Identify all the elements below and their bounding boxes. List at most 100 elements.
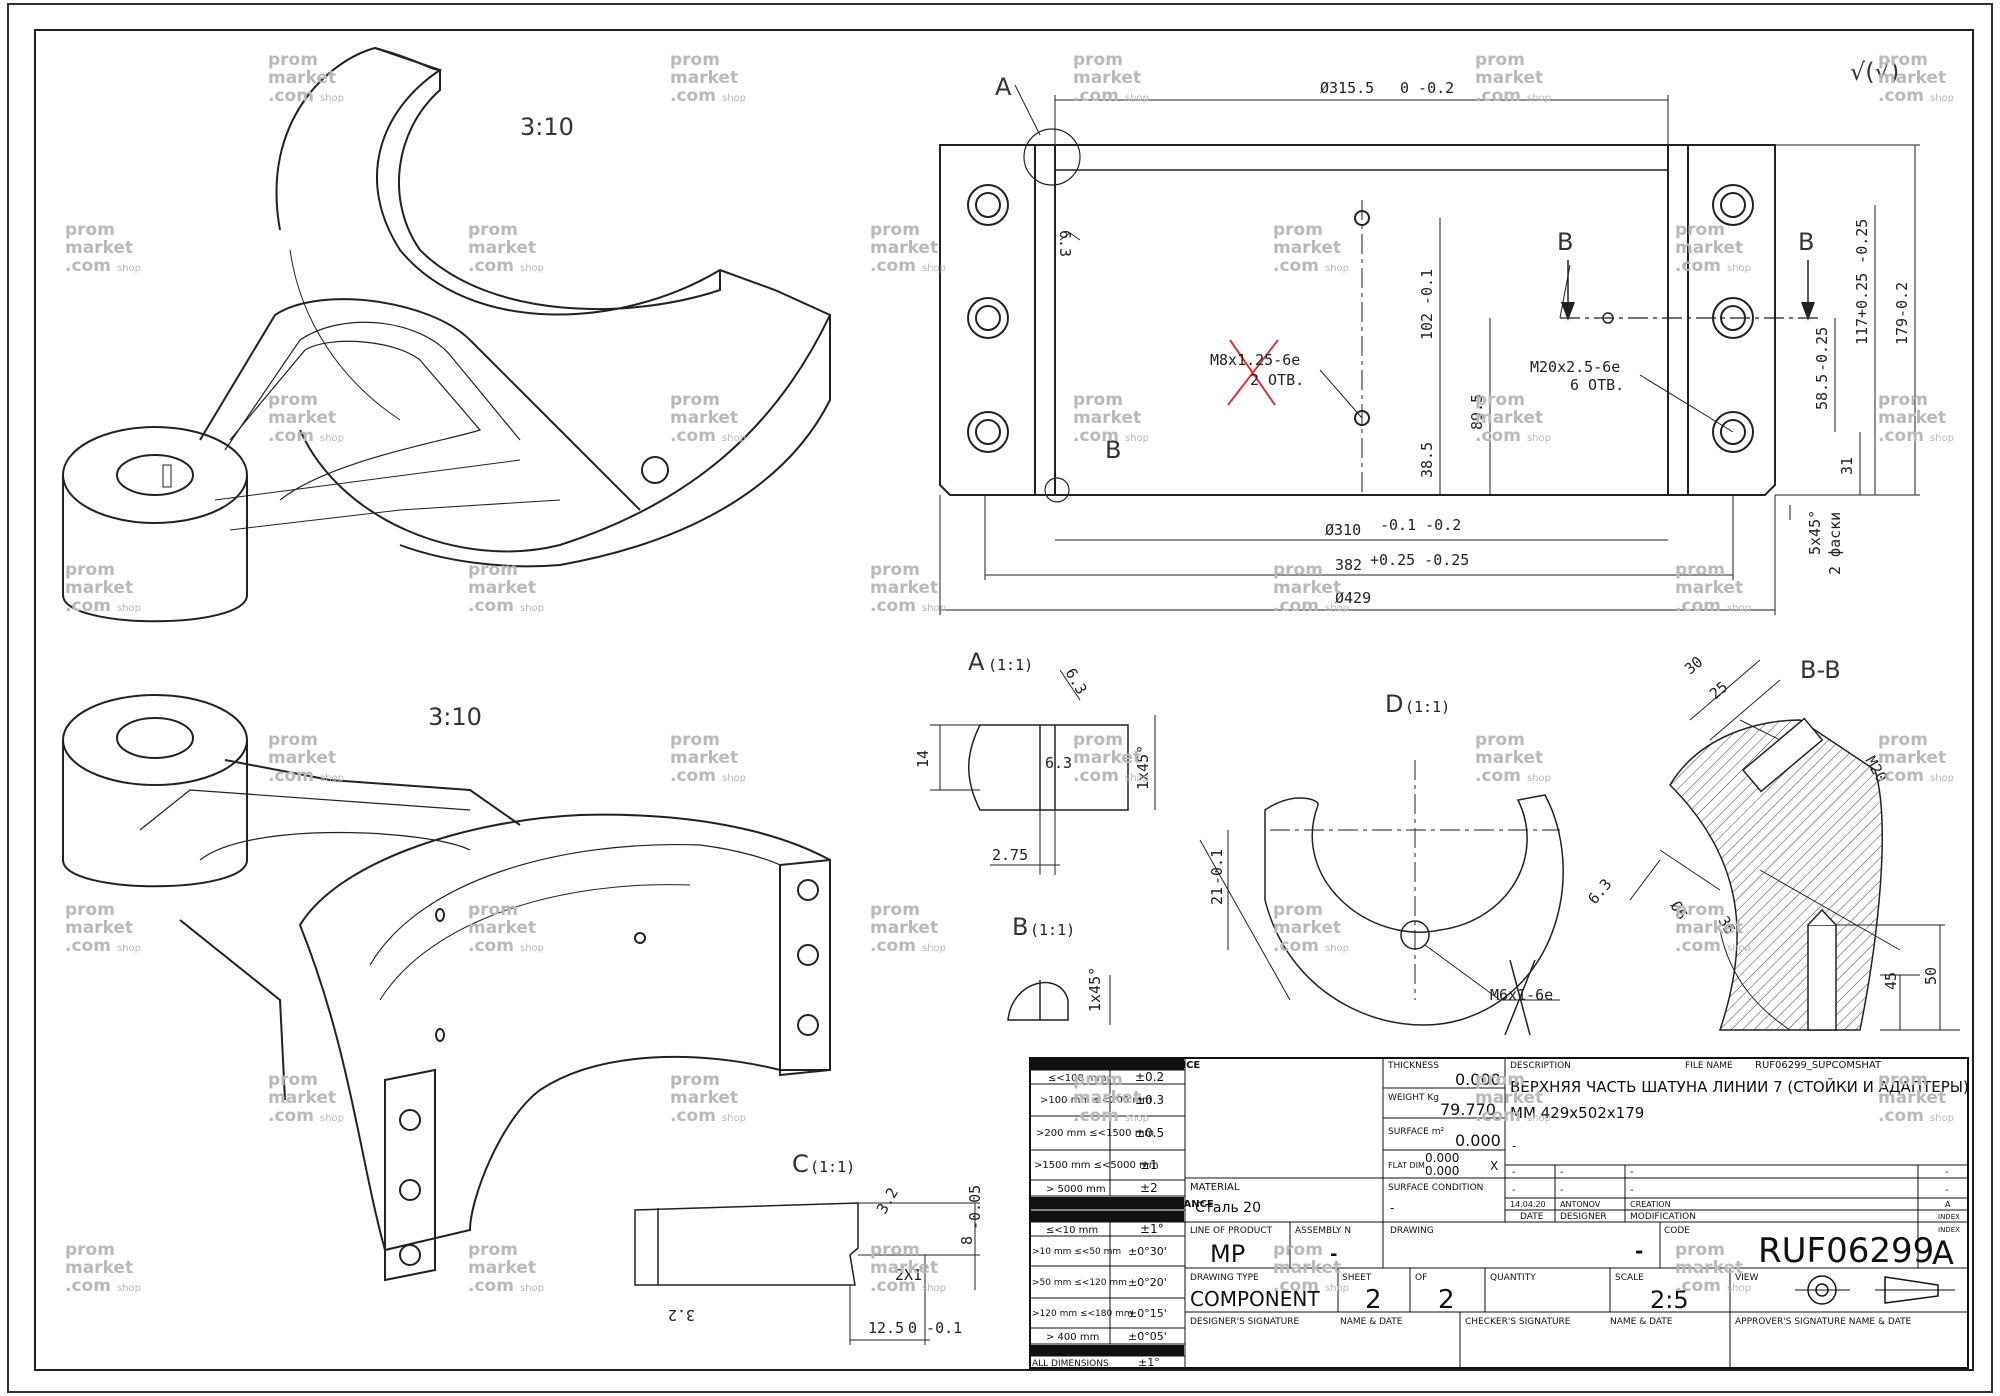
watermark-shop: shop [320,773,344,784]
watermark-text: prom [1675,900,1725,920]
ang-range-5: > 400 mm [1046,1332,1099,1343]
detail-c-h: 8 [958,1236,976,1245]
watermark-text: .com [870,256,916,276]
isometric-view-top: 3:10 [62,46,832,623]
ang-val-3: ±0°20' [1128,1276,1167,1289]
detail-d-v-tol: -0.1 [1208,849,1226,885]
rev-dash-2: - [1560,1167,1564,1178]
bended-val: ±1° [1138,1356,1160,1369]
watermark-text: prom [468,900,518,920]
tol-val-5: ±2 [1140,1181,1158,1195]
section-b-right: B [1798,228,1814,256]
watermark-text: .com [1475,1106,1521,1126]
watermark-text: .com [268,86,314,106]
tol-range-4: >1500 mm ≤<5000 mm [1034,1160,1159,1171]
watermark-shop: shop [117,943,141,954]
watermark-text: market [65,238,133,258]
watermark-text: market [468,1258,536,1278]
assembly-label: ASSEMBLY N [1295,1226,1351,1236]
watermark-text: market [1273,578,1341,598]
watermark-shop: shop [922,943,946,954]
watermark-text: prom [1073,1070,1123,1090]
watermark-text: prom [268,1070,318,1090]
watermark-text: market [870,578,938,598]
watermark-text: market [1878,748,1946,768]
rev-dash-3: - [1630,1167,1634,1178]
tol-range-3: >200 mm ≤<1500 mm [1036,1128,1154,1139]
watermark-text: market [468,238,536,258]
watermark-text: market [268,1088,336,1108]
watermark-text: .com [65,1276,111,1296]
watermark-shop: shop [1930,1113,1954,1124]
watermark-text: .com [1675,936,1721,956]
watermark-text: market [670,1088,738,1108]
dim-382: 382 [1335,556,1362,574]
watermark-text: .com [268,426,314,446]
detail-c-labels: C (1:1) 3.2 3.2 2X1 8 -0.05 12.5 0 -0.1 [668,1150,984,1337]
tol-range-2: >100 mm ≤<200 mm [1040,1095,1152,1106]
file-name-value: RUF06299_SUPCOMSHAT [1755,1060,1882,1071]
dim-117: 117 [1853,318,1871,345]
callout-b: B [1105,436,1121,464]
watermark-text: market [1475,68,1543,88]
section-bb-25: 25 [1706,678,1731,703]
watermark-text: prom [1675,560,1725,580]
watermark-shop: shop [722,93,746,104]
ang-val-1: ±1° [1140,1222,1164,1236]
main-view [939,84,1920,615]
tol-val-3: ±0.5 [1135,1126,1164,1140]
ang-range-2: >10 mm ≤<50 mm [1032,1247,1121,1257]
watermark-text: .com [1475,766,1521,786]
watermark-text: .com [268,766,314,786]
description-line-2: ММ 429x502x179 [1510,1104,1644,1122]
watermark-text: .com [468,1276,514,1296]
thread-m20: M20x2.5-6e [1530,358,1620,376]
watermark-text: .com [268,1106,314,1126]
watermark-text: market [1073,748,1141,768]
watermark-text: market [65,578,133,598]
tol-range-5: > 5000 mm [1046,1184,1106,1195]
callout-a: A [995,73,1012,101]
dim-d310-tol: -0.1 -0.2 [1380,516,1461,534]
watermark-text: .com [670,426,716,446]
section-bb-title: B-B [1800,656,1841,684]
watermark-shop: shop [117,603,141,614]
rev-dash-5: - [1512,1185,1516,1196]
drawing-value: - [1635,1239,1643,1263]
watermark-text: market [1475,748,1543,768]
watermark-text: prom [1878,390,1928,410]
watermark-shop: shop [1325,263,1349,274]
name-date-label-2: NAME & DATE [1610,1317,1673,1327]
section-bb-30: 30 [1681,653,1706,678]
watermark-text: prom [670,390,720,410]
isometric-view-bottom: 3:10 [62,694,831,1282]
detail-d-scale: (1:1) [1405,698,1450,716]
watermark-shop: shop [320,1113,344,1124]
weight-value: 79.770 [1440,1100,1496,1119]
detail-a-rough2: 6.3 [1062,665,1091,697]
detail-c-mid: 2X1 [895,1266,922,1284]
section-bb-50: 50 [1922,967,1940,985]
watermark-text: .com [1675,596,1721,616]
watermark-text: market [1675,1258,1743,1278]
watermark-text: .com [1475,426,1521,446]
detail-c-w-tol: 0 -0.1 [908,1319,962,1337]
watermark-text: market [1073,1088,1141,1108]
watermark-text: market [670,748,738,768]
watermark-text: prom [1878,1070,1928,1090]
thickness-value: 0.000 [1455,1070,1501,1089]
surface-cond-value: - [1390,1201,1394,1215]
watermark-text: .com [670,86,716,106]
ang-range-3: >50 mm ≤<120 mm [1032,1278,1127,1288]
inner-frame [34,29,1974,1371]
